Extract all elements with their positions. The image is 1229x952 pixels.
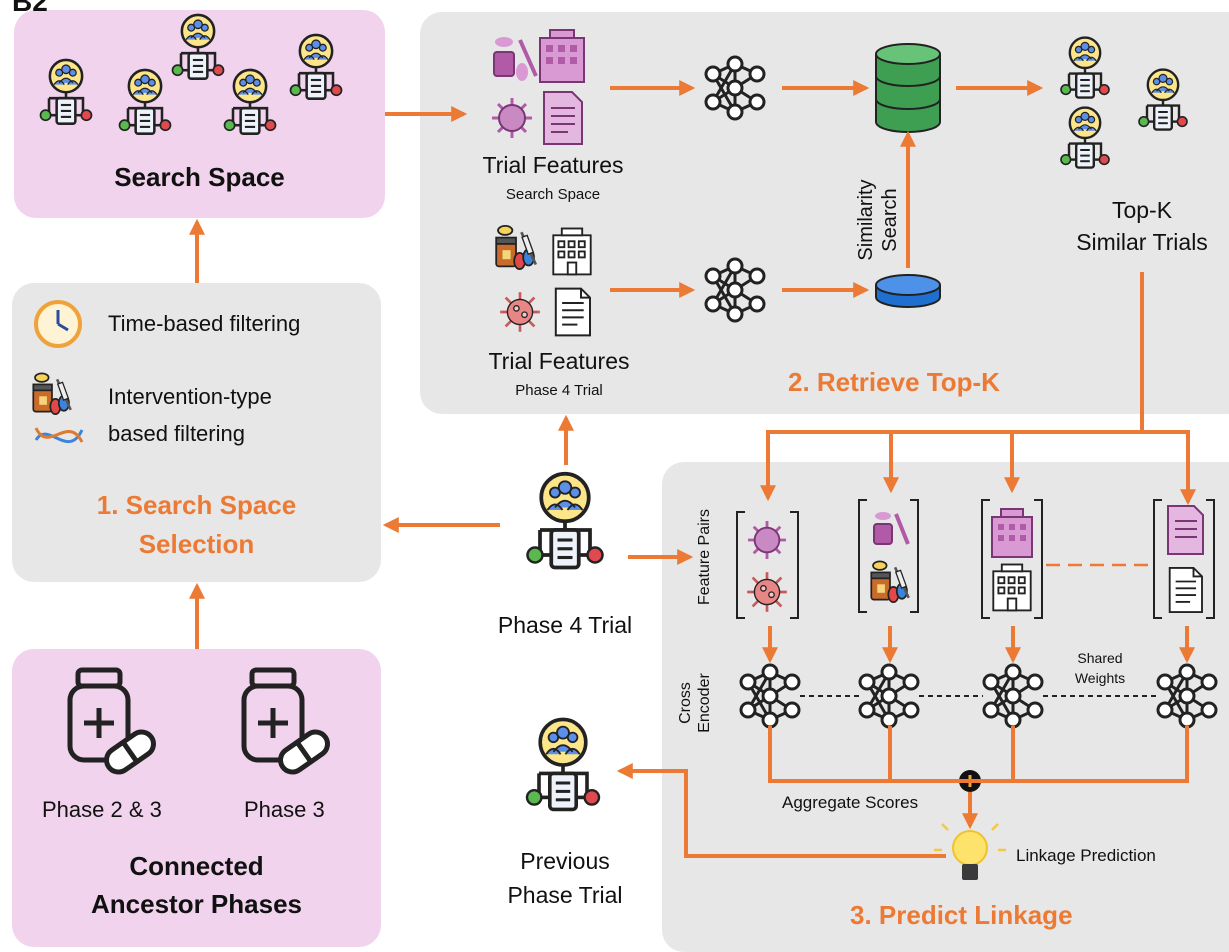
search-space-trial-icon	[223, 68, 277, 135]
retrieve-top-k-title: 2. Retrieve Top-K	[788, 367, 1000, 397]
pair-building-icon	[992, 563, 1032, 612]
connected-ancestor-title: Connected	[129, 851, 264, 881]
top-k-label: Top-K	[1111, 197, 1173, 223]
shared-weights-label: Shared Weights	[1074, 650, 1126, 686]
trial-features-phase4: Trial Features	[488, 348, 630, 374]
medicine-icon	[70, 670, 158, 777]
panel-label: B2	[12, 0, 48, 17]
pair-virus-icon	[747, 520, 787, 560]
cross-encoder-label: Cross Encoder	[677, 673, 713, 733]
previous-phase-trial-label: Previous	[520, 848, 610, 874]
cross-encoder-icon	[982, 663, 1044, 729]
trial-features-phase4-sub: Phase 4 Trial	[515, 382, 603, 399]
clock-icon	[34, 300, 82, 348]
similarity-search-label: Similarity Search	[855, 179, 901, 261]
drugs-icon	[32, 372, 72, 416]
search-space-document-icon	[543, 91, 583, 145]
filter-intervention-label: Intervention-type	[108, 384, 272, 409]
filter-intervention-label-2: based filtering	[108, 421, 245, 446]
lightbulb-icon	[934, 812, 1006, 880]
top-k-trial-icon	[1137, 68, 1189, 131]
encoder-network-icon	[704, 257, 766, 323]
pair-building-icon	[991, 508, 1033, 558]
cross-encoder-icon	[1156, 663, 1218, 729]
cross-encoder-icon	[858, 663, 920, 729]
trial-features-search-space: Trial Features	[482, 152, 624, 178]
connected-ancestor-title-2: Ancestor Phases	[91, 889, 302, 919]
filter-time-label: Time-based filtering	[108, 311, 301, 336]
search-space-selection-title: 1. Search Space	[96, 490, 297, 520]
phase4-drugs-icon	[494, 224, 538, 271]
pair-drugs-icon	[870, 560, 910, 604]
phase4-building-icon	[552, 227, 592, 276]
trial-features-search-space-sub: Search Space	[505, 186, 601, 203]
aggregate-scores-label: Aggregate Scores	[782, 793, 919, 812]
query-embedding-icon	[875, 274, 941, 308]
pair-document-icon	[1168, 566, 1203, 614]
phase4-virus-icon	[498, 290, 542, 334]
search-space-trial-icon	[171, 13, 225, 80]
search-space-drugs-icon	[493, 37, 538, 81]
top-k-trial-icon	[1059, 36, 1111, 99]
predict-linkage-title: 3. Predict Linkage	[850, 900, 1073, 930]
pair-virus-icon	[745, 570, 789, 614]
search-space-trial-icon	[289, 33, 343, 100]
search-space-building-icon	[539, 29, 585, 83]
phase4-document-icon	[554, 287, 591, 337]
search-space-title: Search Space	[114, 162, 285, 192]
search-space-selection-title-2: Selection	[138, 529, 255, 559]
database-icon	[875, 43, 941, 133]
search-space-virus-icon	[492, 98, 532, 138]
dna-icon	[34, 427, 84, 444]
feature-pairs-label: Feature Pairs	[696, 508, 713, 606]
linkage-prediction-label: Linkage Prediction	[1016, 846, 1156, 865]
search-space-trial-icon	[118, 68, 172, 135]
cross-encoder-icon	[739, 663, 801, 729]
pair-drugs-icon	[873, 512, 910, 545]
top-k-trial-icon	[1059, 106, 1111, 169]
phase-3-label: Phase 3	[244, 797, 325, 822]
previous-phase-trial-icon	[525, 717, 601, 812]
connected-ancestor-phases-panel	[12, 649, 381, 947]
top-k-label-2: Similar Trials	[1076, 229, 1208, 255]
medicine-icon	[244, 670, 332, 777]
search-space-trial-icon	[39, 58, 93, 125]
phase4-trial-icon	[525, 471, 605, 570]
encoder-network-icon	[704, 55, 766, 121]
pair-document-icon	[1167, 505, 1204, 555]
phase-2-3-label: Phase 2 & 3	[42, 797, 162, 822]
previous-phase-trial-label-2: Phase Trial	[507, 882, 623, 908]
phase4-trial-label: Phase 4 Trial	[497, 612, 633, 638]
